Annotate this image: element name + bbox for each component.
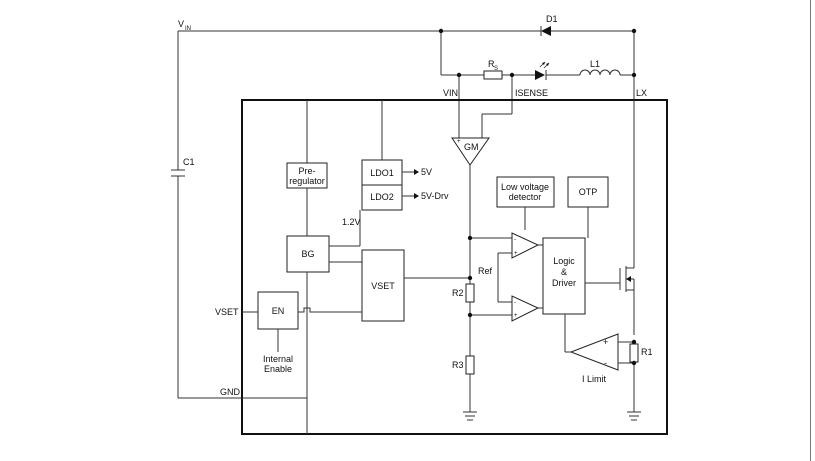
resistor-r2	[465, 283, 475, 303]
label-rs: R S	[488, 59, 498, 72]
otp-block	[567, 176, 609, 208]
label-otp: OTP	[579, 187, 598, 197]
comparator-bottom	[511, 295, 540, 322]
diode-d1	[540, 26, 551, 36]
svg-text:Internal: Internal	[263, 354, 293, 364]
label-en: EN	[272, 306, 285, 316]
label-ldo1-out: 5V	[421, 167, 432, 177]
svg-text:R: R	[488, 59, 495, 69]
label-gm: GM	[464, 142, 479, 152]
comp-top-plus: +	[514, 251, 518, 257]
en-block	[257, 291, 299, 330]
label-vin-pin: VIN	[443, 88, 458, 98]
svg-text:Pre-: Pre-	[298, 166, 315, 176]
ground-icon	[627, 411, 641, 421]
label-r3: R3	[452, 360, 464, 370]
label-d1: D1	[546, 14, 558, 24]
label-c1: C1	[183, 157, 195, 167]
label-ilimit: I Limit	[582, 374, 607, 384]
label-vset-block: VSET	[371, 281, 395, 291]
led-icon	[535, 61, 550, 80]
label-lx-pin: LX	[636, 88, 647, 98]
capacitor-c1	[171, 169, 185, 177]
svg-text:Enable: Enable	[264, 364, 292, 374]
gm-plus-symbol: +	[457, 139, 461, 145]
vset-block	[361, 249, 405, 322]
comp-bot-minus: -	[514, 300, 516, 306]
svg-text:detector: detector	[509, 192, 542, 202]
label-ldo2-out: 5V-Drv	[421, 191, 449, 201]
label-1-2v: 1.2V	[342, 217, 361, 227]
ilimit-comparator	[569, 333, 619, 371]
lvd-block	[496, 176, 555, 208]
label-l1: L1	[590, 59, 600, 69]
label-r2: R2	[452, 288, 464, 298]
comp-top-minus: -	[514, 237, 516, 243]
logic-driver-block	[542, 237, 586, 315]
label-isense-pin: ISENSE	[515, 88, 548, 98]
label-preregulator: Pre- regulator	[289, 166, 325, 186]
preregulator-block	[286, 162, 328, 189]
svg-text:V: V	[178, 19, 184, 29]
gm-amplifier	[451, 137, 490, 166]
comparator-top	[511, 232, 540, 259]
ilimit-plus: +	[603, 337, 608, 347]
svg-text:Driver: Driver	[552, 278, 576, 288]
svg-text:IN: IN	[185, 26, 191, 32]
label-bg: BG	[301, 249, 314, 259]
resistor-r3	[465, 355, 475, 375]
label-r1: R1	[641, 347, 653, 357]
label-ldo1: LDO1	[370, 168, 394, 178]
label-vset-pin: VSET	[215, 307, 239, 317]
ic-outline	[241, 99, 668, 435]
resistor-r1	[629, 343, 639, 363]
label-vin-supply: V IN	[178, 19, 191, 32]
label-internal-enable: Internal Enable	[263, 354, 293, 374]
mosfet-icon	[619, 266, 634, 292]
label-lvd: Low voltage detector	[501, 182, 549, 202]
svg-text:&: &	[561, 267, 567, 277]
svg-text:regulator: regulator	[289, 176, 325, 186]
label-logic-driver: Logic & Driver	[552, 256, 576, 288]
ldo2-block	[361, 184, 403, 211]
label-ref: Ref	[478, 266, 493, 276]
svg-text:Logic: Logic	[553, 256, 575, 266]
label-ldo2: LDO2	[370, 192, 394, 202]
inductor-l1	[579, 69, 621, 76]
resistor-rs	[483, 70, 503, 80]
bandgap-block	[286, 235, 330, 273]
ilimit-minus: -	[604, 358, 607, 368]
comp-bot-plus: +	[514, 313, 518, 319]
ground-icon	[463, 411, 477, 421]
label-gnd-pin: GND	[220, 387, 241, 397]
svg-text:S: S	[494, 66, 498, 72]
svg-text:Low voltage: Low voltage	[501, 182, 549, 192]
